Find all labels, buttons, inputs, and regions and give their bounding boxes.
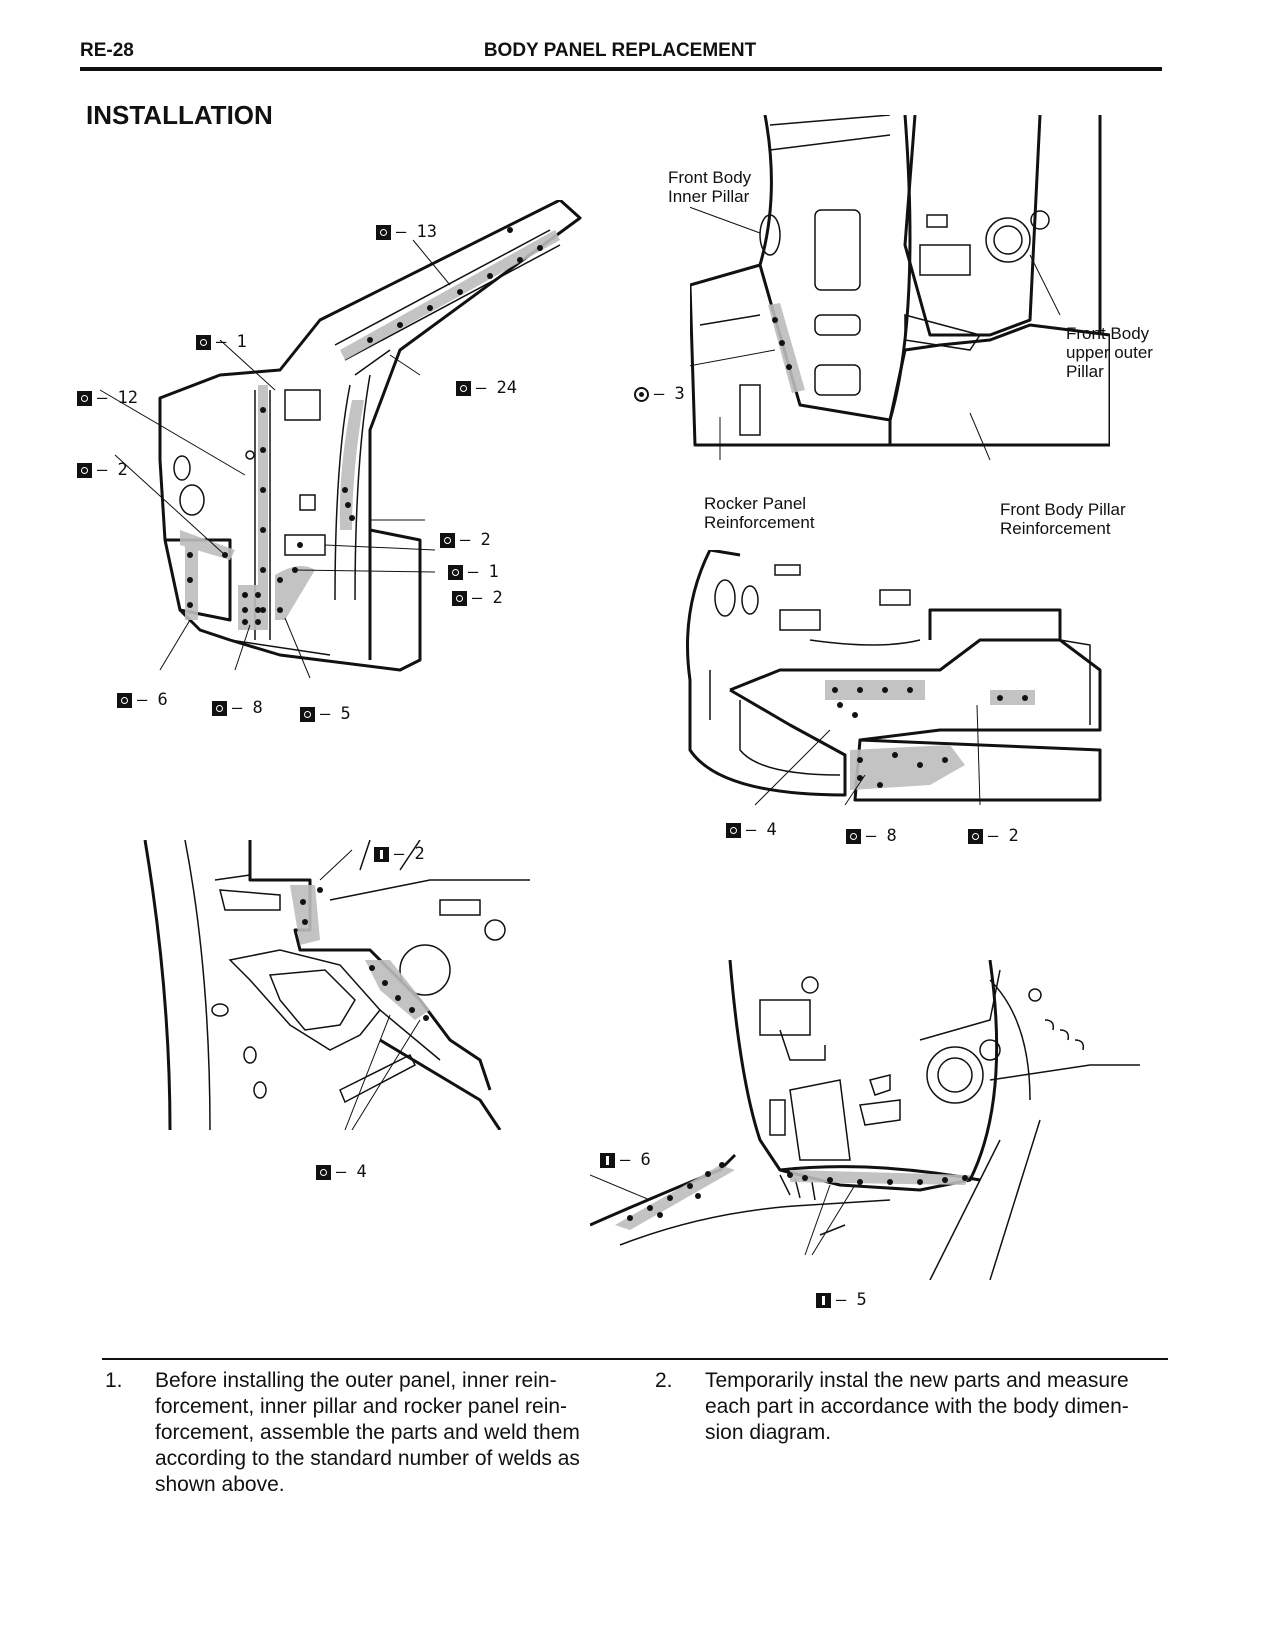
label-front-body-pillar-reinforcement: Front Body Pillar Reinforcement xyxy=(1000,500,1126,538)
arc-weld-icon xyxy=(634,386,649,402)
callout-weld-6: – 6 xyxy=(117,690,168,710)
callout-weld-2d: – 2 xyxy=(968,826,1019,846)
figure-pillar-assembly xyxy=(70,200,590,740)
callout-weld-3: – 3 xyxy=(634,384,685,404)
page-header: RE-28 BODY PANEL REPLACEMENT xyxy=(80,38,1160,68)
callout-weld-1b: – 1 xyxy=(448,562,499,582)
rocker-welds-drawing xyxy=(686,550,1102,806)
arc-weld-icon xyxy=(600,1152,615,1168)
callout-weld-8b: – 8 xyxy=(846,826,897,846)
page-number: RE-28 xyxy=(80,40,134,61)
callout-weld-2c: – 2 xyxy=(452,588,503,608)
callout-arc-weld-6: – 6 xyxy=(600,1150,651,1170)
callout-weld-2b: – 2 xyxy=(440,530,491,550)
callout-weld-4b: – 4 xyxy=(316,1162,367,1182)
callout-weld-4a: – 4 xyxy=(726,820,777,840)
step-text: Temporarily instal the new parts and mea… xyxy=(705,1369,1129,1444)
step-number: 2. xyxy=(655,1369,673,1392)
callout-weld-24: – 24 xyxy=(456,378,517,398)
arc-weld-icon xyxy=(374,846,389,862)
spot-weld-icon xyxy=(456,380,471,396)
spot-weld-icon xyxy=(316,1164,331,1180)
part-locations-drawing xyxy=(690,115,1110,460)
rocker-arc-welds-drawing xyxy=(590,960,1140,1280)
callout-weld-8: – 8 xyxy=(212,698,263,718)
spot-weld-icon xyxy=(440,532,455,548)
callout-weld-13: – 13 xyxy=(376,222,437,242)
label-front-body-inner-pillar: Front Body Inner Pillar xyxy=(668,168,752,206)
header-rule xyxy=(80,67,1162,71)
spot-weld-icon xyxy=(376,224,391,240)
arc-weld-icon xyxy=(816,1292,831,1308)
section-divider xyxy=(102,1358,1168,1360)
callout-weld-2a: – 2 xyxy=(77,460,128,480)
spot-weld-icon xyxy=(300,706,315,722)
label-front-body-upper-outer-pillar: Front Body upper outer Pillar xyxy=(1066,324,1153,381)
spot-weld-icon xyxy=(846,828,861,844)
label-rocker-panel-reinforcement: Rocker Panel Reinforcement xyxy=(704,494,815,532)
callout-arc-weld-5: – 5 xyxy=(816,1290,867,1310)
callout-weld-5: – 5 xyxy=(300,704,351,724)
figure-inner-reinforcement-welds xyxy=(140,840,530,1130)
step-number: 1. xyxy=(105,1369,123,1392)
callout-arc-weld-2: – 2 xyxy=(374,844,425,864)
figure-rocker-arc-welds xyxy=(590,960,1140,1280)
figure-part-locations xyxy=(690,115,1110,460)
header-title: BODY PANEL REPLACEMENT xyxy=(483,40,757,61)
spot-weld-icon xyxy=(726,822,741,838)
callout-weld-1: – 1 xyxy=(196,332,247,352)
figure-rocker-welds xyxy=(680,550,1110,810)
spot-weld-icon xyxy=(77,390,92,406)
spot-weld-icon xyxy=(117,692,132,708)
spot-weld-icon xyxy=(448,564,463,580)
spot-weld-icon xyxy=(452,590,467,606)
spot-weld-icon xyxy=(77,462,92,478)
step-text: Before installing the outer panel, inner… xyxy=(155,1369,580,1496)
callout-weld-12: – 12 xyxy=(77,388,138,408)
section-title: INSTALLATION xyxy=(86,100,273,130)
spot-weld-icon xyxy=(212,700,227,716)
spot-weld-icon xyxy=(196,334,211,350)
pillar-assembly-drawing xyxy=(99,200,582,679)
spot-weld-icon xyxy=(968,828,983,844)
inner-reinforcement-drawing xyxy=(143,840,530,1130)
